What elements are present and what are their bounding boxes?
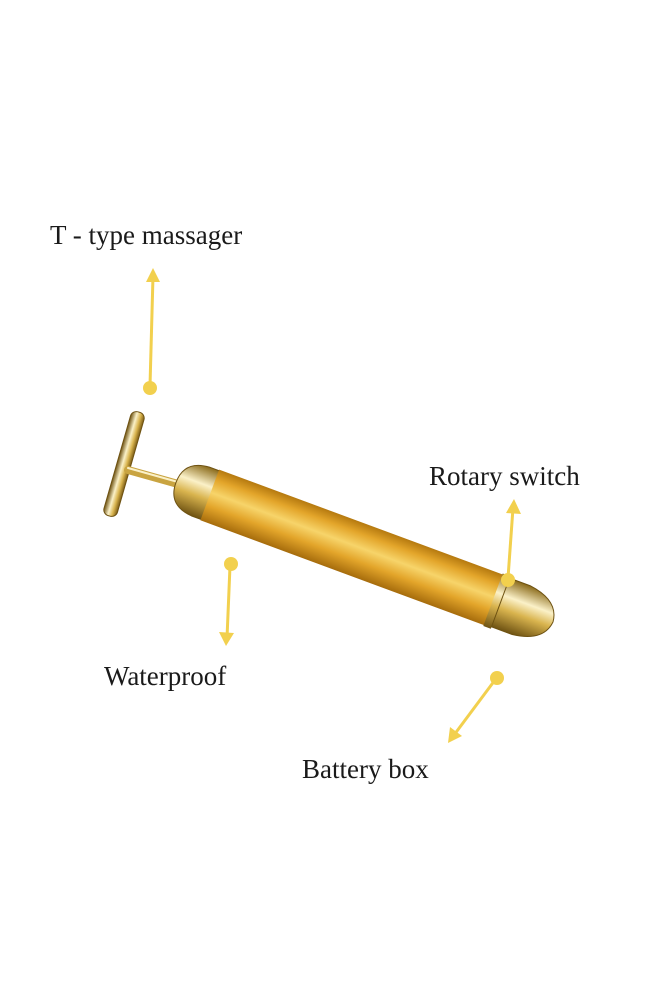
label-rotary-switch: Rotary switch <box>429 461 580 491</box>
massager-device <box>103 411 555 637</box>
label-battery-box: Battery box <box>302 754 429 784</box>
pointer-rotary-switch <box>501 499 521 587</box>
label-t-type-massager: T - type massager <box>50 220 243 250</box>
battery-cap <box>490 577 555 637</box>
pointer-waterproof <box>219 557 238 646</box>
t-head <box>103 411 145 517</box>
pointer-t-type <box>143 268 160 395</box>
label-waterproof: Waterproof <box>104 661 227 691</box>
switch-ring <box>483 573 511 629</box>
neck-rod <box>124 466 182 488</box>
handle <box>173 464 555 637</box>
handle-body <box>200 469 507 627</box>
pointer-battery-box <box>448 671 504 743</box>
